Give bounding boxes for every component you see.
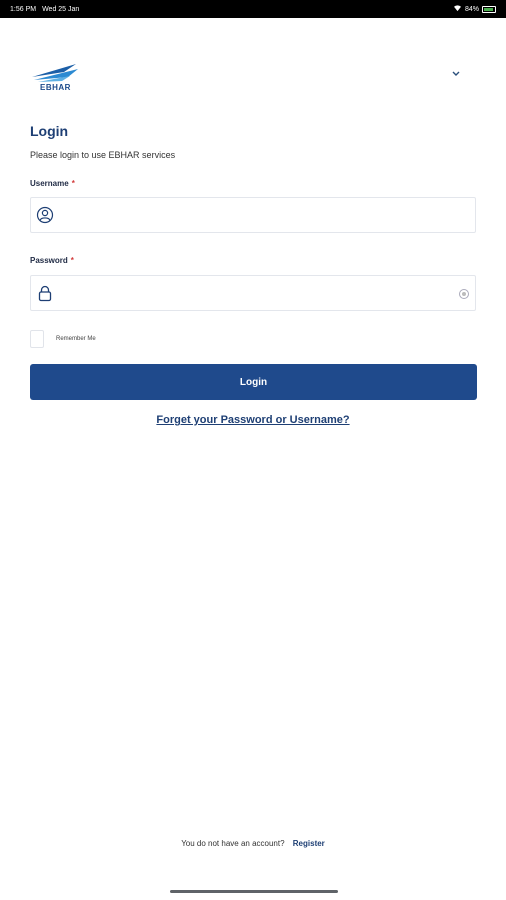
username-label: Username* xyxy=(30,179,75,188)
eye-icon[interactable] xyxy=(459,289,469,299)
remember-me-label: Remember Me xyxy=(56,336,96,342)
battery-percent: 84% xyxy=(464,5,479,13)
password-field[interactable] xyxy=(30,275,476,311)
password-input[interactable] xyxy=(61,276,456,310)
status-time: 1:56 PM xyxy=(10,5,37,13)
footer-prompt: You do not have an account? xyxy=(181,839,285,848)
lock-icon xyxy=(38,285,52,302)
username-input[interactable] xyxy=(61,198,456,232)
ebhar-logo-icon xyxy=(32,64,78,82)
user-circle-icon xyxy=(36,206,54,224)
chevron-down-icon[interactable] xyxy=(448,66,464,82)
battery-icon xyxy=(482,5,496,13)
status-bar: 1:56 PM Wed 25 Jan 84% xyxy=(0,0,506,18)
brand-name: EBHAR xyxy=(40,83,71,92)
username-label-text: Username xyxy=(30,179,69,188)
page-subtitle: Please login to use EBHAR services xyxy=(30,150,176,160)
forgot-credentials-link[interactable]: Forget your Password or Username? xyxy=(156,414,350,426)
footer: You do not have an account? Register xyxy=(0,839,506,848)
register-link[interactable]: Register xyxy=(292,839,325,848)
status-date: Wed 25 Jan xyxy=(42,5,80,13)
page-title: Login xyxy=(30,123,69,139)
status-right: 84% xyxy=(453,4,496,14)
required-mark: * xyxy=(70,256,74,265)
login-button[interactable]: Login xyxy=(30,364,477,400)
password-label-text: Password xyxy=(30,256,68,265)
home-indicator[interactable] xyxy=(170,890,338,893)
required-mark: * xyxy=(71,179,75,188)
status-left: 1:56 PM Wed 25 Jan xyxy=(10,6,79,13)
remember-me-checkbox[interactable] xyxy=(30,330,44,348)
remember-me[interactable]: Remember Me xyxy=(30,330,96,348)
username-field[interactable] xyxy=(30,197,476,233)
wifi-icon xyxy=(453,4,462,14)
password-label: Password* xyxy=(30,256,74,265)
